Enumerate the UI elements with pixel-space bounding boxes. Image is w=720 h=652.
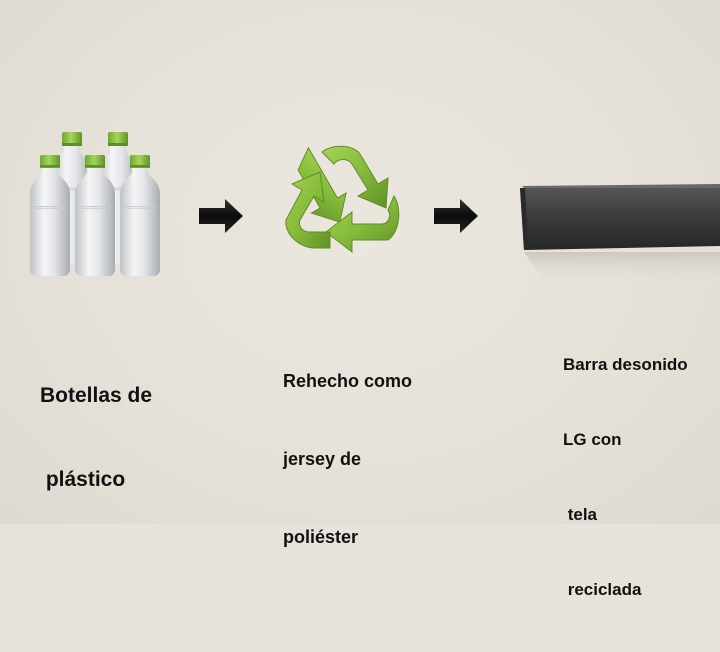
caption-line: poliéster	[283, 527, 359, 547]
caption-line: Barra desonido	[563, 355, 688, 374]
soundbar-icon	[516, 180, 720, 290]
caption-line: Botellas de	[40, 384, 153, 407]
caption-line: reciclada	[563, 580, 642, 599]
caption-lg-soundbar: Barra desonido LG con tela reciclada	[563, 302, 688, 652]
plastic-bottles-icon	[22, 126, 172, 276]
caption-line: tela	[563, 505, 598, 524]
caption-polyester-jersey: Rehecho como jersey de poliéster	[283, 316, 412, 602]
recycle-icon	[272, 140, 412, 272]
caption-line: jersey de	[283, 449, 362, 469]
caption-line: Rehecho como	[283, 371, 413, 391]
caption-plastic-bottles: Botellas de plástico	[40, 326, 152, 550]
arrow-right-icon	[432, 196, 480, 236]
caption-line: plástico	[40, 468, 126, 491]
caption-line: LG con	[563, 430, 622, 449]
arrow-right-icon	[197, 196, 245, 236]
recycling-process-graphic: Botellas de plástico Rehecho como jersey…	[0, 0, 720, 599]
